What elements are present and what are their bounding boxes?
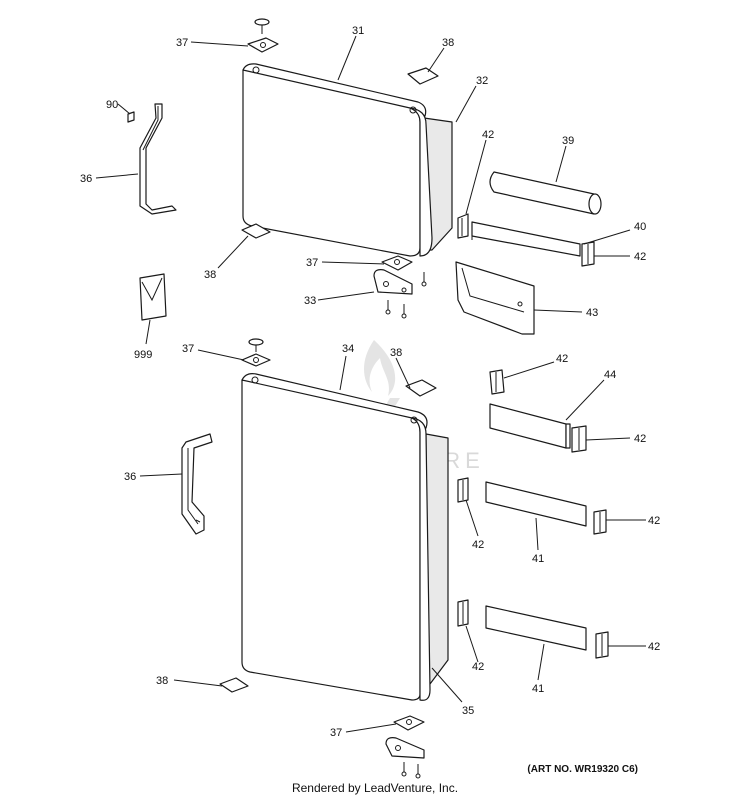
handle-clip-90 [127,111,135,123]
callout-42-h: 42 [648,641,660,653]
shelf-44 [489,403,587,453]
callout-42-c: 42 [556,353,568,365]
watermark-flame-icon [364,340,396,396]
shim-37-bot [393,715,425,731]
callout-90: 90 [106,99,118,111]
fresh-food-door-panel [241,379,421,701]
callout-42-d: 42 [634,433,646,445]
callout-numbers: 37 31 38 32 90 36 42 39 40 42 38 37 33 4… [80,25,660,739]
hinge-pin-top [247,18,279,53]
callout-41-b: 41 [532,683,544,695]
bin-43 [455,261,535,335]
callout-38-top: 38 [442,37,454,49]
fresh-food-door-screw-top-left [251,376,259,384]
leader-lines [95,35,646,733]
callout-39: 39 [562,135,574,147]
callout-42-f: 42 [648,515,660,527]
shim-37-mid [381,255,413,271]
callout-34: 34 [342,343,354,355]
shim-38-top [407,67,439,85]
shim-38-mid [241,223,271,239]
callout-43: 43 [586,307,598,319]
callout-42-e: 42 [472,539,484,551]
callout-36-low: 36 [124,471,136,483]
freezer-door-screw-top-right [409,106,417,114]
shelf-41-a [485,481,607,535]
callout-35: 35 [462,705,474,717]
callout-32: 32 [476,75,488,87]
footer-credit: Rendered by LeadVenture, Inc. [291,781,459,795]
shim-37-top [247,37,279,53]
shelf-40 [457,213,595,267]
bottom-hinge [385,715,425,779]
callout-31: 31 [352,25,364,37]
callout-36-top: 36 [80,173,92,185]
fresh-food-door-screw-top-right [410,416,418,424]
callout-38-mid: 38 [204,269,216,281]
fresh-food-handle [181,433,213,535]
freezer-handle [127,103,177,215]
callout-999: 999 [134,349,152,361]
callout-42-a: 42 [482,129,494,141]
callout-41-a: 41 [532,553,544,565]
center-hinge [373,255,427,319]
cylinder-39 [489,171,602,215]
center-hinge-33 [373,269,413,295]
shim-38-bot [219,677,249,693]
freezer-door [242,63,453,257]
callout-38-bot: 38 [156,675,168,687]
clip-42-c [489,369,505,395]
hinge-pin-low [241,338,271,367]
callout-42-b: 42 [634,251,646,263]
callout-37-mid: 37 [306,257,318,269]
callout-37-top: 37 [176,37,188,49]
fresh-food-door-side [411,417,431,701]
shelf-41-b [485,605,609,659]
clip-42-a [457,213,469,239]
shim-38-low [405,379,437,397]
freezer-door-screw-top-left [252,66,260,74]
fresh-food-door [241,373,449,701]
literature-999 [139,273,167,321]
callout-33: 33 [304,295,316,307]
callout-38-low: 38 [390,347,402,359]
art-number-label: (ART NO. WR19320 C6) [527,764,638,775]
shim-37-low [241,353,271,367]
callout-37-low: 37 [182,343,194,355]
freezer-door-side [409,107,433,257]
callout-40: 40 [634,221,646,233]
callout-37-bot: 37 [330,727,342,739]
callout-44: 44 [604,369,616,381]
callout-42-g: 42 [472,661,484,673]
